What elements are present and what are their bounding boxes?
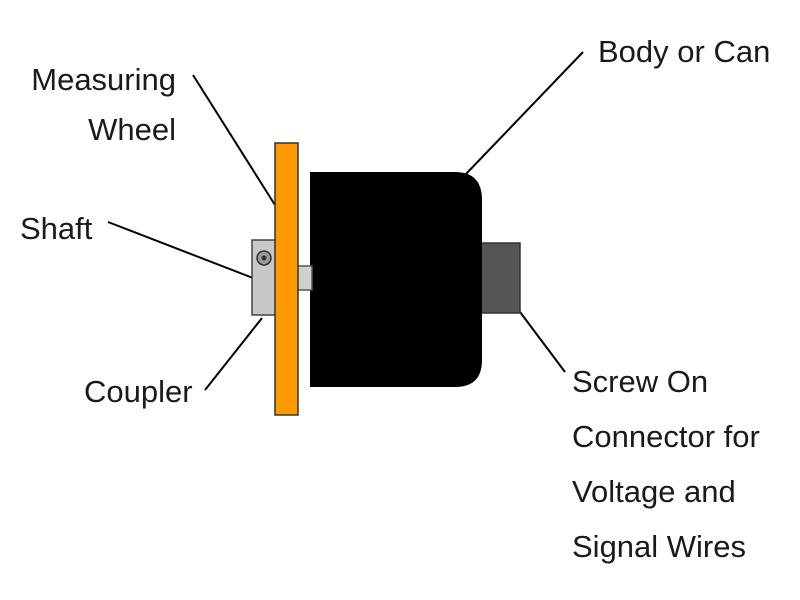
leader-line-measuring-wheel <box>192 74 276 206</box>
leader-line-connector <box>519 311 566 373</box>
coupler-screw-center <box>261 255 267 261</box>
label-connector-line-4: Signal Wires <box>572 529 746 564</box>
label-coupler: Coupler <box>84 374 193 409</box>
label-connector: Screw On Connector for Voltage and Signa… <box>572 366 760 562</box>
measuring-wheel-shape <box>274 142 299 416</box>
label-connector-line-3: Voltage and <box>572 474 736 509</box>
label-measuring-wheel: Measuring Wheel <box>24 64 176 145</box>
leader-line-shaft <box>107 221 254 279</box>
label-connector-line-1: Screw On <box>572 364 709 399</box>
leader-line-body <box>464 51 584 176</box>
connector-shape <box>477 242 521 314</box>
leader-line-coupler <box>204 317 263 391</box>
label-shaft: Shaft <box>20 211 93 246</box>
body-shape <box>310 172 482 387</box>
label-measuring-wheel-line-2: Wheel <box>88 112 176 147</box>
label-measuring-wheel-line-1: Measuring <box>31 62 176 97</box>
label-body: Body or Can <box>598 34 771 69</box>
label-connector-line-2: Connector for <box>572 419 760 454</box>
